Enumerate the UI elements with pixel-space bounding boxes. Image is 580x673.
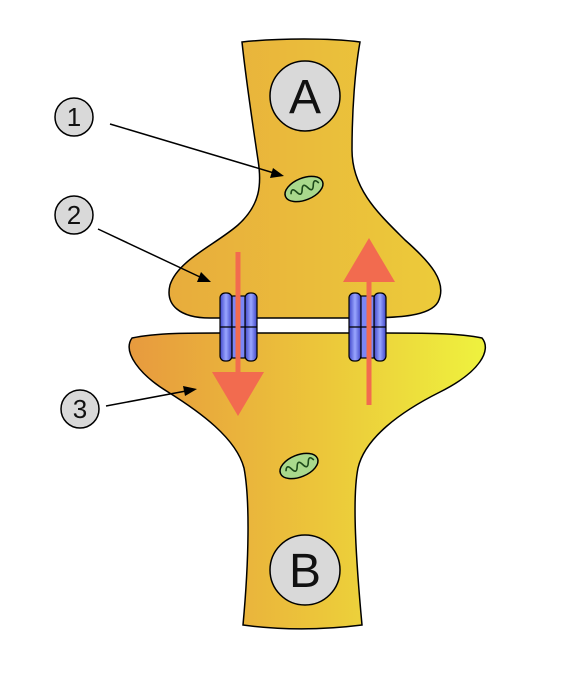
cell-letter-a: A bbox=[289, 71, 321, 124]
mitochondrion-icon bbox=[279, 452, 319, 480]
callout-number-1: 1 bbox=[67, 102, 81, 132]
mitochondrion-icon bbox=[284, 175, 324, 203]
cell-label-b: B bbox=[269, 534, 341, 606]
callout-1: 1 bbox=[54, 97, 284, 178]
cell-label-a: A bbox=[269, 60, 341, 132]
postsynaptic-cell bbox=[128, 332, 487, 630]
callout-number-2: 2 bbox=[67, 200, 81, 230]
callout-3: 3 bbox=[60, 386, 197, 429]
callout-number-3: 3 bbox=[73, 394, 87, 424]
current-arrow-icon bbox=[343, 238, 395, 405]
callout-2: 2 bbox=[54, 195, 211, 282]
cell-letter-b: B bbox=[289, 545, 321, 598]
current-arrow-icon bbox=[212, 252, 264, 416]
